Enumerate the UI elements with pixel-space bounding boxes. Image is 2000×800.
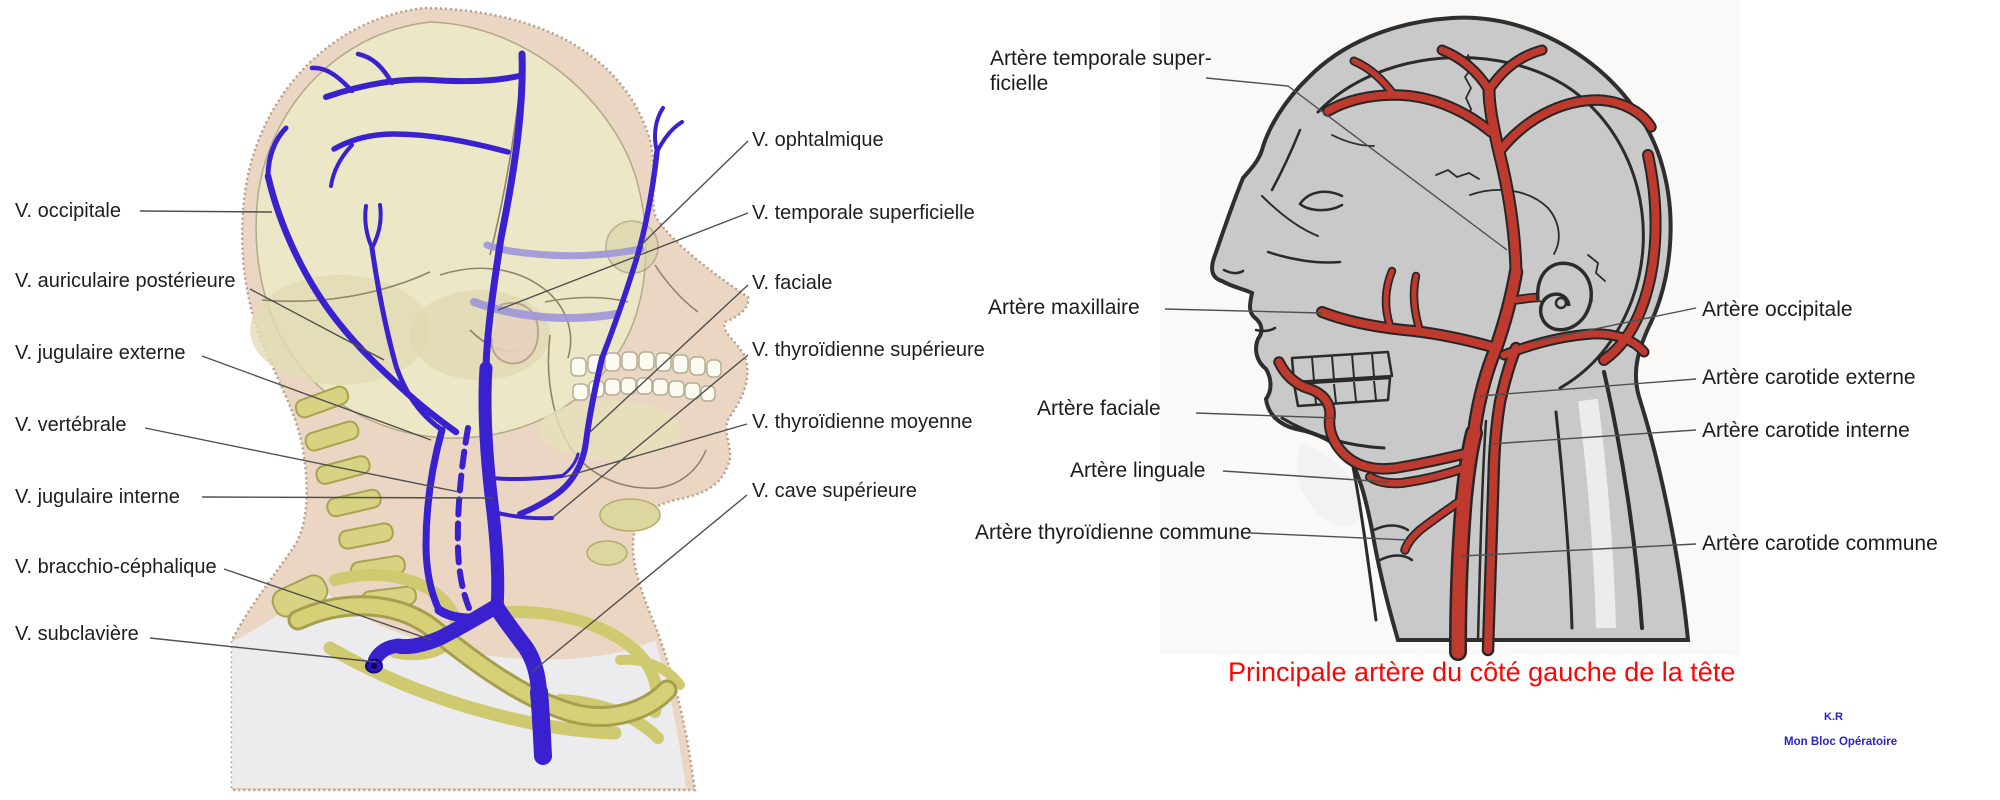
- label-v-faciale: V. faciale: [752, 272, 833, 294]
- leader-a-linguale: [1222, 470, 1389, 483]
- mandible: [538, 400, 682, 460]
- leader-a-carotide-interne: [1489, 429, 1697, 445]
- head-outline: [1210, 15, 1691, 642]
- vein-brachiocephalique: [390, 598, 505, 655]
- vein-occipitale: [264, 172, 460, 436]
- leader-v-jugulaire-interne: [201, 496, 495, 499]
- trachea: [586, 540, 628, 566]
- teeth-grid: [1290, 350, 1394, 408]
- submandibular-white: [1297, 442, 1364, 526]
- ear-drawing: [1536, 261, 1593, 332]
- clavicle: [287, 595, 678, 727]
- leader-a-thyroidienne: [1250, 532, 1409, 541]
- label-v-jugulaire-ext: V. jugulaire externe: [15, 342, 186, 364]
- leader-v-ophtalmique: [639, 140, 749, 247]
- vein-jugulaire-externe: [422, 426, 446, 614]
- leader-a-carotide-externe: [1479, 378, 1697, 397]
- vein-faciale: [517, 355, 605, 517]
- vein-auriculaire: [369, 245, 445, 433]
- larynx: [599, 498, 661, 532]
- label-v-brachio: V. bracchio-céphalique: [15, 556, 217, 578]
- label-v-auriculaire: V. auriculaire postérieure: [15, 270, 236, 292]
- neck-white-band: [1578, 398, 1616, 629]
- vein-temporale-trunk: [482, 50, 526, 372]
- leader-a-carotide-commune: [1461, 543, 1697, 557]
- label-v-subclaviere: V. subclavière: [15, 623, 139, 645]
- label-v-ophtalmique: V. ophtalmique: [752, 129, 884, 151]
- leader-v-thyroidienne-sup: [551, 354, 749, 519]
- label-v-jugulaire-int: V. jugulaire interne: [15, 486, 180, 508]
- leader-v-thyroidienne-moy: [563, 423, 748, 478]
- label-a-temporale: Artère temporale super- ficielle: [990, 47, 1212, 96]
- leader-v-occipitale: [139, 210, 273, 213]
- leader-v-cave-superieure: [531, 494, 748, 673]
- vein-jugulaire-interne: [478, 361, 505, 615]
- leader-v-vertebrale: [144, 427, 460, 493]
- label-a-faciale: Artère faciale: [1037, 397, 1161, 420]
- label-v-temporale: V. temporale superficielle: [752, 202, 975, 224]
- leader-a-temporale: [1205, 77, 1508, 251]
- label-a-linguale: Artère linguale: [1070, 459, 1206, 482]
- internal-carotid-line: [1476, 419, 1488, 641]
- credit-initials: K.R: [1824, 711, 1843, 723]
- arteries-illustration: [1210, 15, 1691, 652]
- label-v-cave-sup: V. cave supérieure: [752, 480, 917, 502]
- label-a-carotide-interne: Artère carotide interne: [1702, 419, 1910, 442]
- leader-a-maxillaire: [1164, 308, 1323, 314]
- vein-cave-superieure: [489, 600, 547, 700]
- leader-lines: [139, 77, 1697, 673]
- leader-v-faciale: [589, 284, 749, 433]
- subclavian-lumen: [371, 663, 377, 669]
- leader-a-occipitale: [1531, 307, 1697, 343]
- label-a-occipitale: Artère occipitale: [1702, 298, 1853, 321]
- label-a-maxillaire: Artère maxillaire: [988, 296, 1140, 319]
- leader-v-temporale: [497, 212, 749, 311]
- vein-vertebrale: [454, 425, 472, 611]
- skull-shading: [250, 275, 430, 385]
- credit-name: Mon Bloc Opératoire: [1784, 736, 1898, 748]
- leader-v-subclaviere: [149, 637, 377, 663]
- label-a-carotide-commune: Artère carotide commune: [1702, 532, 1938, 555]
- leader-a-faciale: [1195, 412, 1337, 419]
- label-v-thyroid-moy: V. thyroïdienne moyenne: [752, 411, 973, 433]
- leader-v-brachiocephalique: [223, 568, 433, 641]
- label-v-occipitale: V. occipitale: [15, 200, 121, 222]
- veins-illustration: [230, 6, 750, 792]
- figure-caption: Principale artère du côté gauche de la t…: [1228, 657, 1736, 687]
- label-a-thyroidienne: Artère thyroïdienne commune: [975, 521, 1252, 544]
- vein-temporale-face: [599, 149, 660, 361]
- label-v-thyroid-sup: V. thyroïdienne supérieure: [752, 339, 985, 361]
- leader-v-jugulaire-externe: [201, 355, 432, 441]
- label-v-vertebrale: V. vertébrale: [15, 414, 127, 436]
- vein-subclaviere: [368, 639, 405, 667]
- label-a-carotide-externe: Artère carotide externe: [1702, 366, 1916, 389]
- torso-shading: [232, 585, 686, 788]
- veins: [264, 50, 684, 765]
- leader-v-auriculaire: [249, 288, 385, 361]
